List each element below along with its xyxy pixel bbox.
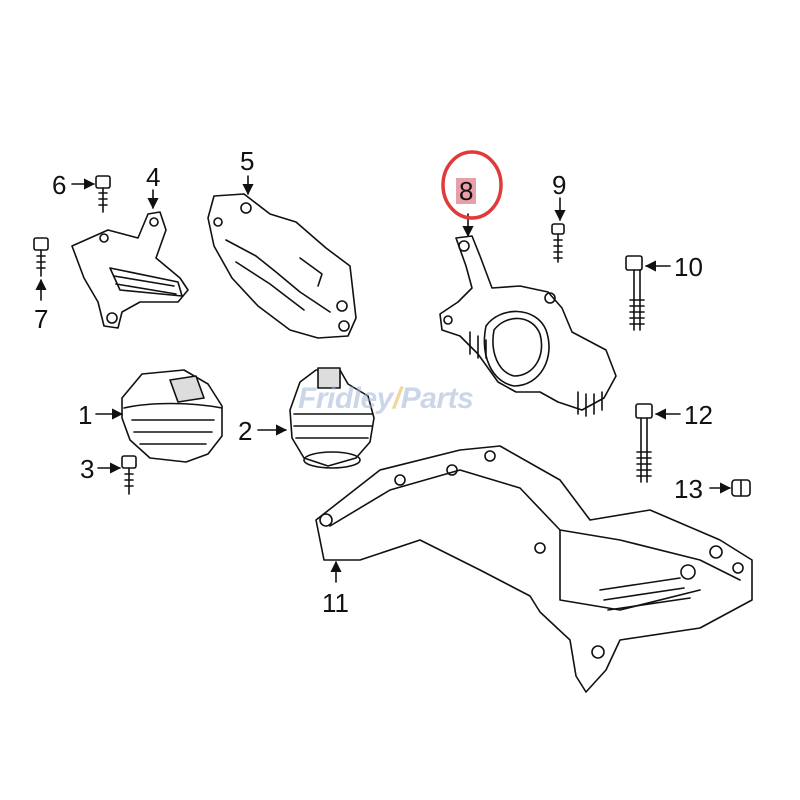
callout-8: 8	[456, 178, 477, 204]
callout-12: 12	[684, 400, 713, 430]
highlight-circle	[441, 150, 503, 220]
callout-9: 9	[552, 170, 567, 200]
bracket-4	[71, 211, 189, 329]
bolt-3	[121, 455, 137, 495]
engine-mount-2	[289, 367, 375, 469]
bolt-9	[551, 223, 565, 263]
mount-bracket-8	[439, 235, 617, 417]
callout-6: 6	[52, 170, 67, 200]
callout-13: 13	[674, 474, 703, 504]
callout-1: 1	[78, 400, 93, 430]
bolt-6	[95, 175, 111, 213]
subframe-11	[315, 445, 753, 693]
callout-2: 2	[238, 416, 253, 446]
nut-13	[731, 479, 751, 497]
bolt-7	[33, 237, 49, 277]
callout-11: 11	[322, 588, 349, 618]
bolt-12	[635, 403, 653, 483]
callout-3: 3	[80, 454, 95, 484]
callout-4: 4	[146, 162, 161, 192]
bolt-10	[625, 255, 645, 331]
engine-mount-1	[121, 369, 223, 463]
callout-5: 5	[240, 146, 255, 176]
watermark: Fridley/Parts	[298, 382, 474, 415]
callout-7: 7	[34, 304, 49, 334]
heat-shield-5	[207, 193, 357, 339]
callout-10: 10	[674, 252, 703, 282]
